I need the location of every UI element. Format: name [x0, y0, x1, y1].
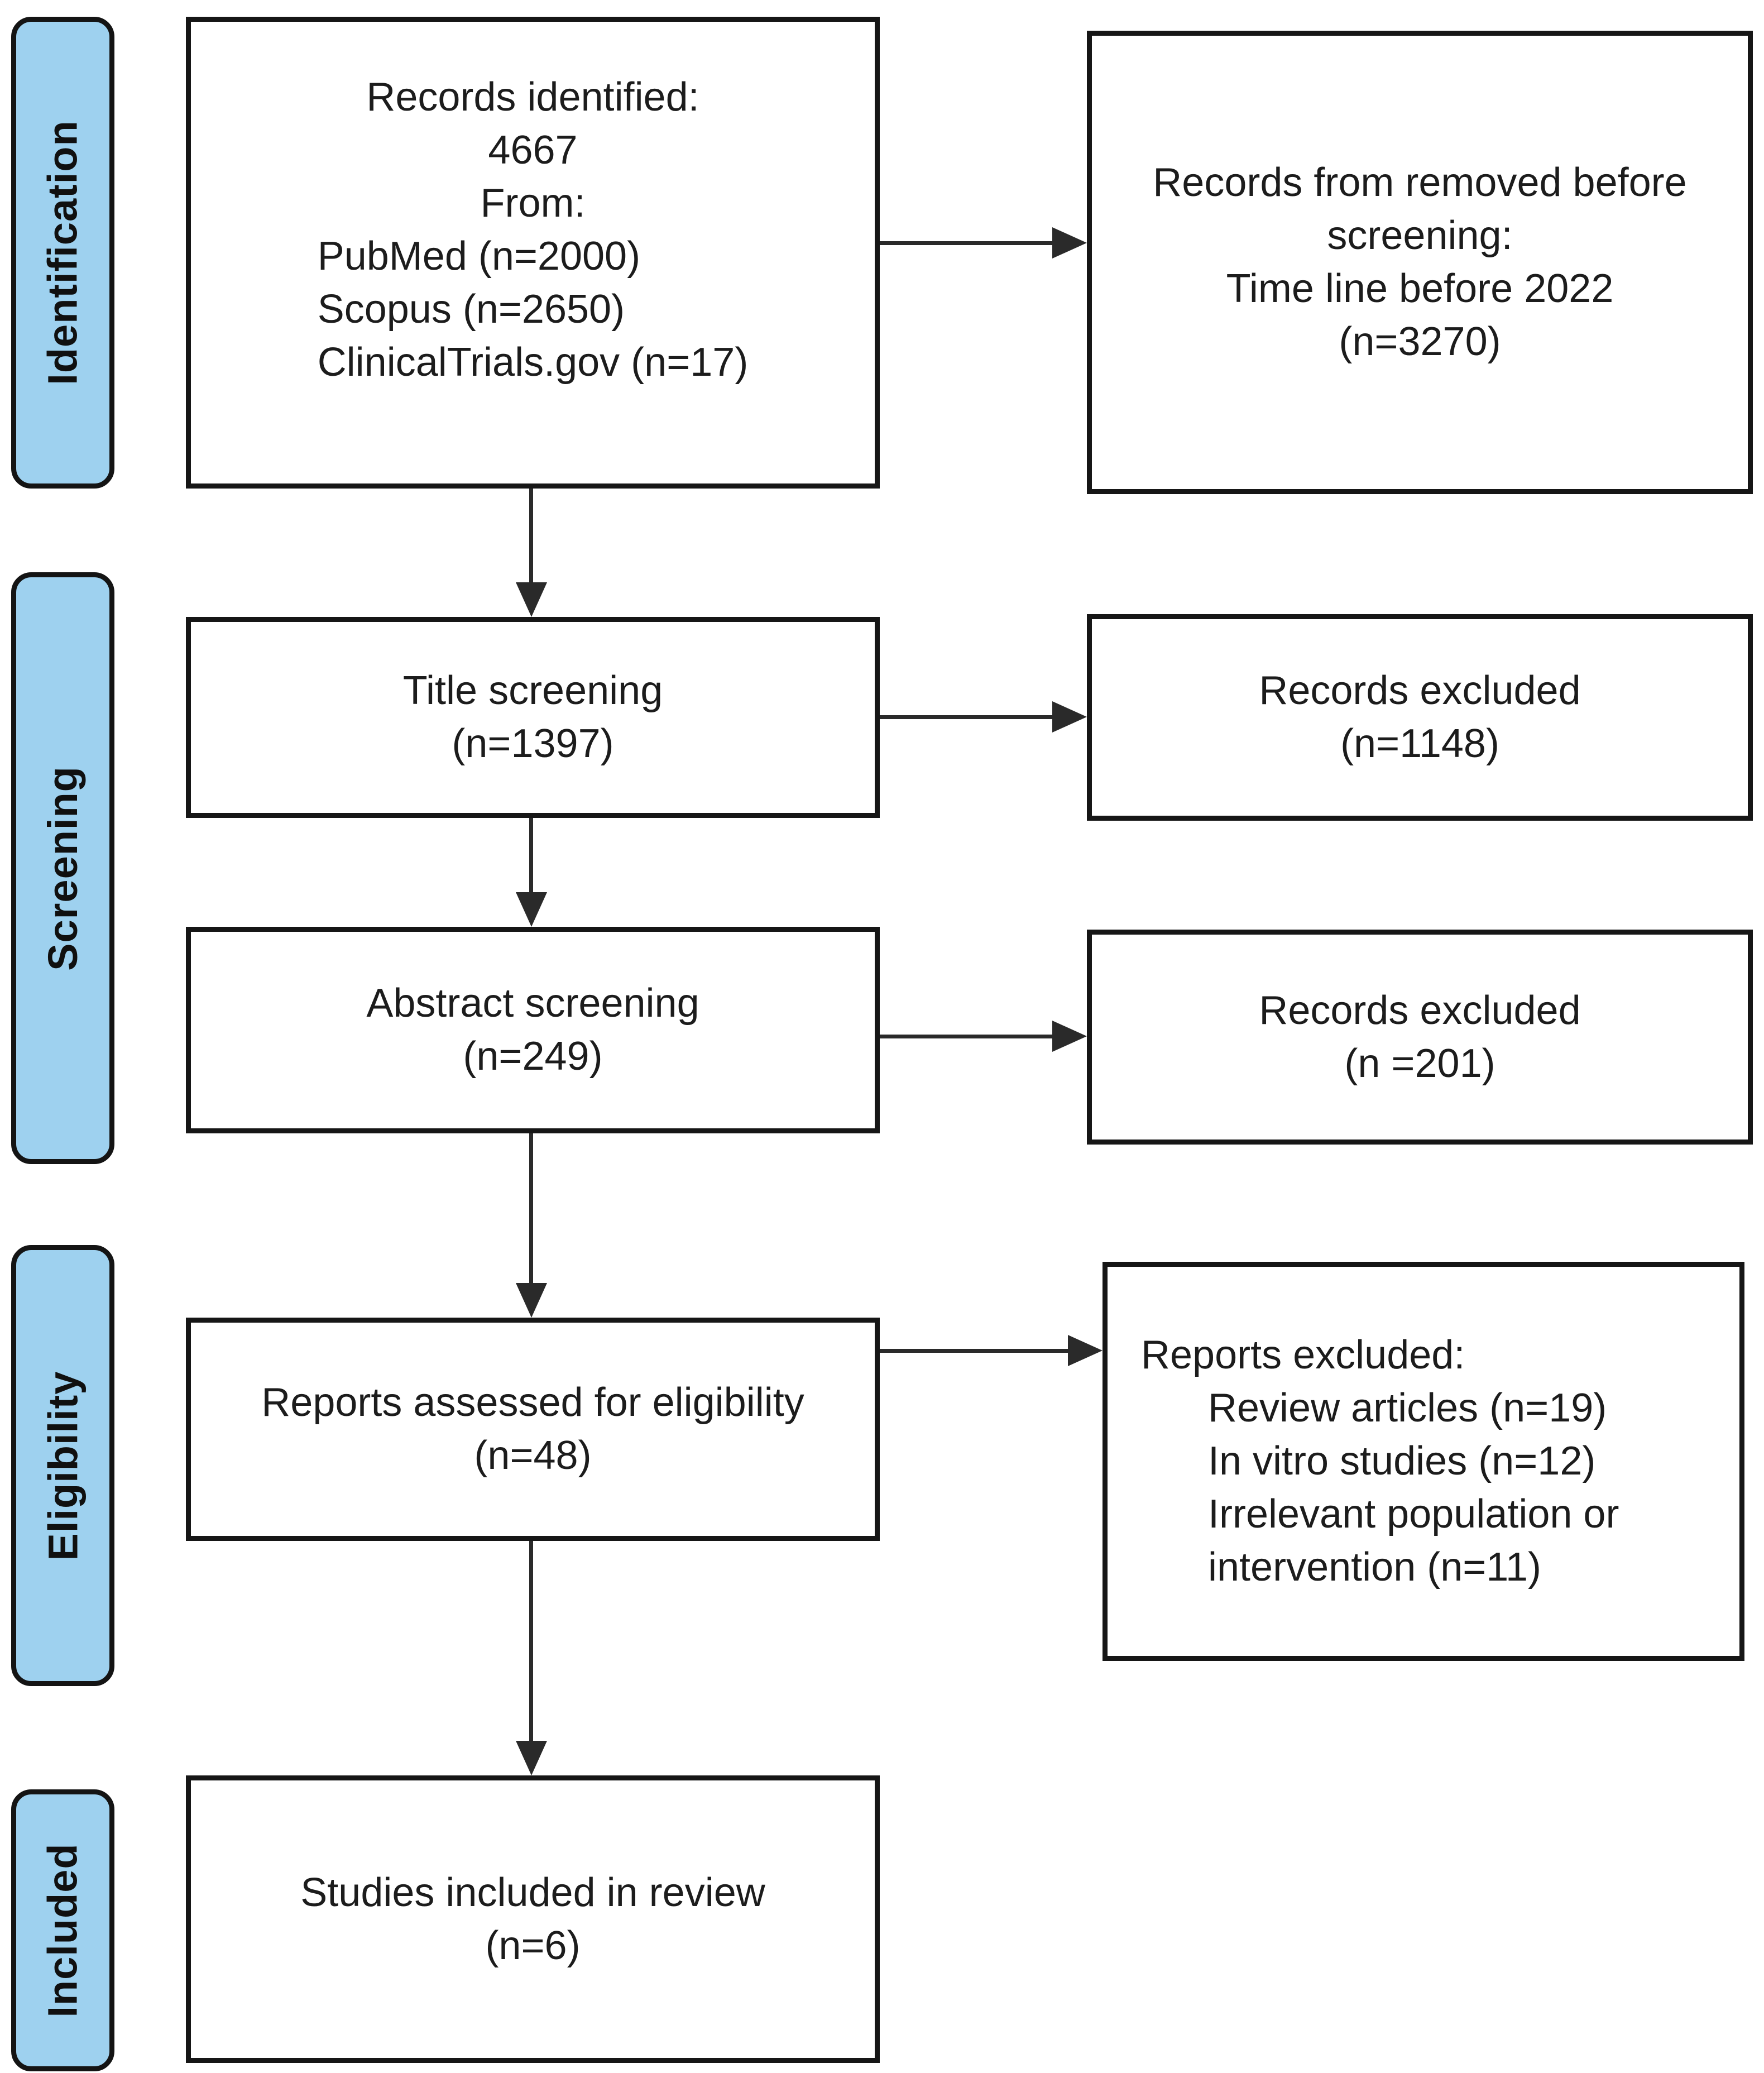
reports-assessed-label: Reports assessed for eligibility — [261, 1380, 804, 1425]
records-identified-line: Records identified: — [366, 75, 699, 119]
stage-eligibility-label: Eligibility — [40, 1371, 87, 1560]
box-reports-excluded: Reports excluded: Review articles (n=19)… — [1102, 1262, 1744, 1661]
records-removed-line: Records from removed before screening: — [1153, 160, 1687, 258]
title-screening-count: (n=1397) — [452, 721, 614, 766]
abstract-screening-count: (n=249) — [463, 1034, 603, 1079]
right-arrow-1-line — [880, 241, 1057, 245]
records-identified-from: From: — [480, 181, 586, 226]
stage-eligibility: Eligibility — [11, 1245, 114, 1686]
arrowhead-down-icon — [516, 582, 547, 617]
stage-screening: Screening — [11, 572, 114, 1164]
title-screening-label: Title screening — [402, 668, 663, 713]
records-excluded-title-label: Records excluded — [1259, 668, 1581, 713]
reports-excluded-label: Reports excluded: — [1141, 1333, 1465, 1377]
source-clinicaltrials: ClinicalTrials.gov (n=17) — [317, 340, 749, 385]
right-arrow-4-line — [880, 1349, 1073, 1353]
arrowhead-down-icon — [516, 1741, 547, 1775]
source-scopus: Scopus (n=2650) — [317, 287, 625, 332]
box-abstract-screening: Abstract screening (n=249) — [186, 927, 880, 1133]
studies-included-label: Studies included in review — [300, 1870, 765, 1915]
source-pubmed: PubMed (n=2000) — [317, 234, 641, 279]
stage-screening-label: Screening — [40, 765, 87, 971]
abstract-screening-label: Abstract screening — [366, 981, 699, 1026]
right-arrow-3-line — [880, 1035, 1057, 1038]
records-excluded-abstract-label: Records excluded — [1259, 988, 1581, 1033]
reports-excluded-reason: Irrelevant population or intervention (n… — [1208, 1492, 1619, 1590]
right-arrow-2-line — [880, 715, 1057, 719]
arrowhead-right-icon — [1068, 1335, 1102, 1366]
box-records-identified: Records identified: 4667 From: PubMed (n… — [186, 17, 880, 489]
records-identified-count: 4667 — [488, 128, 578, 173]
box-records-removed: Records from removed before screening: T… — [1087, 31, 1753, 494]
records-identified-sources: PubMed (n=2000) Scopus (n=2650) Clinical… — [318, 230, 749, 389]
down-arrow-1-line — [529, 489, 533, 586]
arrowhead-right-icon — [1052, 1021, 1087, 1052]
box-records-excluded-abstract: Records excluded (n =201) — [1087, 930, 1753, 1145]
reports-excluded-reason: Review articles (n=19) — [1208, 1386, 1607, 1430]
stage-included: Included — [11, 1789, 114, 2071]
stage-identification: Identification — [11, 17, 114, 489]
arrowhead-right-icon — [1052, 227, 1087, 258]
box-records-excluded-title: Records excluded (n=1148) — [1087, 614, 1753, 821]
arrowhead-down-icon — [516, 892, 547, 927]
records-removed-count: (n=3270) — [1339, 319, 1501, 364]
down-arrow-3-line — [529, 1133, 533, 1287]
arrowhead-down-icon — [516, 1283, 547, 1318]
studies-included-count: (n=6) — [485, 1923, 581, 1968]
box-reports-assessed: Reports assessed for eligibility (n=48) — [186, 1318, 880, 1541]
arrowhead-right-icon — [1052, 701, 1087, 733]
records-removed-reason: Time line before 2022 — [1226, 266, 1614, 311]
reports-excluded-reason: In vitro studies (n=12) — [1208, 1439, 1596, 1483]
reports-assessed-count: (n=48) — [474, 1433, 592, 1478]
down-arrow-2-line — [529, 818, 533, 896]
down-arrow-4-line — [529, 1541, 533, 1745]
records-excluded-abstract-count: (n =201) — [1344, 1041, 1495, 1086]
box-studies-included: Studies included in review (n=6) — [186, 1775, 880, 2063]
records-excluded-title-count: (n=1148) — [1340, 721, 1499, 766]
stage-identification-label: Identification — [40, 120, 87, 385]
box-title-screening: Title screening (n=1397) — [186, 617, 880, 818]
stage-included-label: Included — [40, 1843, 86, 2018]
